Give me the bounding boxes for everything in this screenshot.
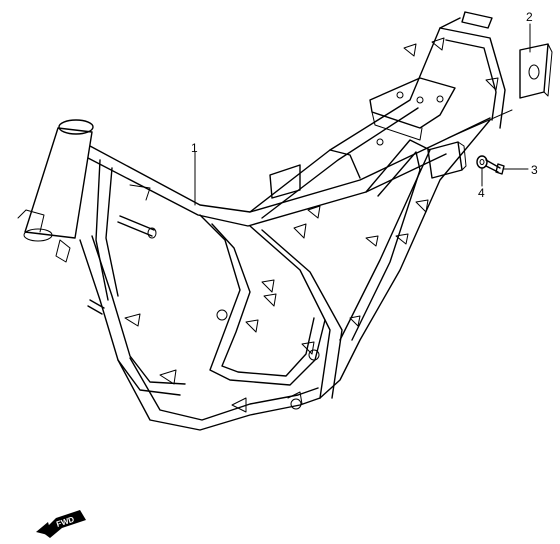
callout-2: 2 — [526, 10, 533, 24]
main-frame — [17, 11, 506, 431]
callout-3: 3 — [531, 163, 538, 177]
callout-1: 1 — [191, 141, 198, 155]
rear-bracket — [427, 141, 467, 179]
side-cover — [519, 43, 553, 99]
forward-arrow-icon: FWD — [36, 510, 86, 538]
bolt — [485, 159, 505, 175]
reference-line — [447, 109, 513, 139]
callout-4: 4 — [478, 186, 485, 200]
